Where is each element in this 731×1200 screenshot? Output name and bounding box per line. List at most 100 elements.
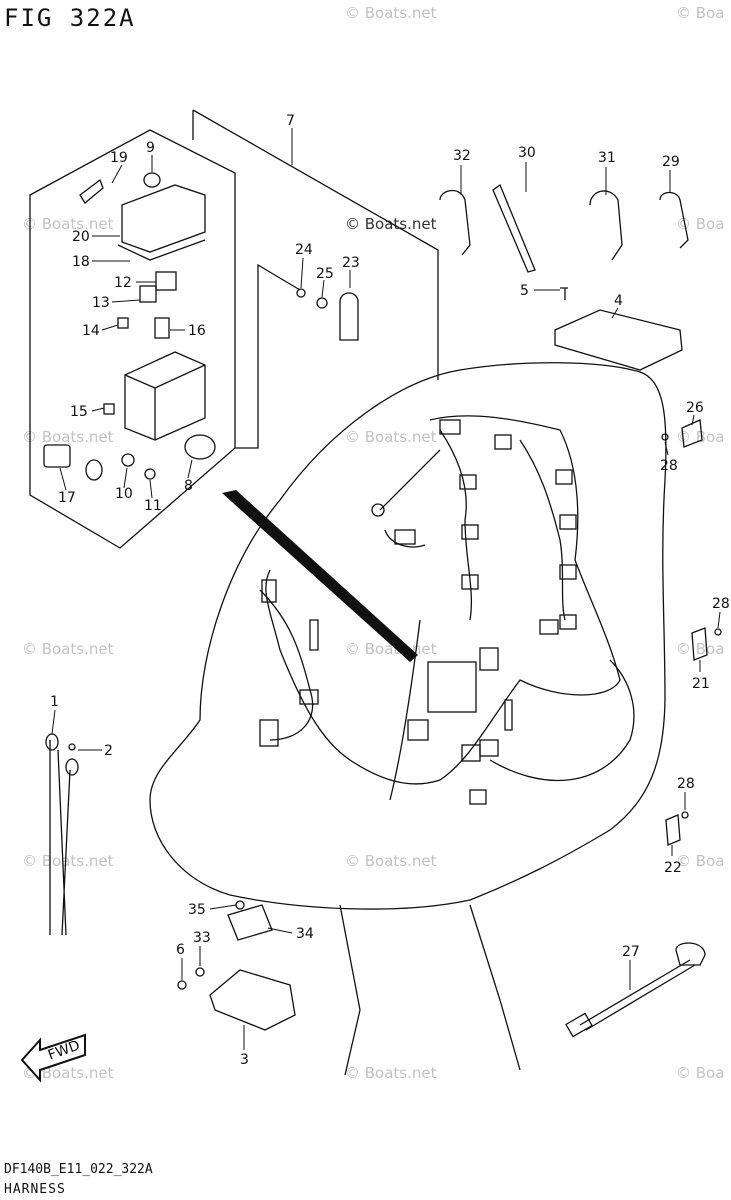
part-label-21: 21 [692,676,710,692]
leader-lines [51,128,721,1050]
connector [439,419,461,435]
connector [461,744,481,762]
watermark: © Boa [676,1064,725,1082]
part-label-28: 28 [660,458,678,474]
clip [79,178,104,204]
clamp [659,191,689,249]
part-label-20: 20 [72,229,90,245]
connector [407,719,429,741]
cap-ring [85,459,103,481]
part-label-1: 1 [50,694,59,710]
connector [539,619,559,635]
connector [309,619,319,651]
figure-name: HARNESS [4,1182,66,1197]
connector [559,614,577,630]
part-label-3: 3 [240,1052,249,1068]
fuse-box [124,351,206,441]
connector [494,434,512,450]
cable-terminal [65,758,79,776]
watermark: © Boats.net [345,428,437,446]
extension-cable [579,959,691,1026]
cable-terminal [45,733,59,751]
connector [299,689,319,705]
pointer-arrow [222,490,418,662]
watermark: © Boats.net [22,640,114,658]
harness-branch [439,429,473,621]
bolt [661,433,669,441]
connector [559,564,577,580]
bracket [665,814,681,846]
grommet [184,434,216,460]
harness-branch [519,439,566,621]
bolt [714,628,722,636]
part-label-30: 30 [518,145,536,161]
harness-branch [489,659,635,782]
connector [559,514,577,530]
fwd-arrow: FWD [20,1033,86,1083]
part-label-22: 22 [664,860,682,876]
part-labels: 7 19 9 20 18 12 13 14 16 15 17 10 11 8 2… [50,113,730,1068]
part-label-9: 9 [146,140,155,156]
watermark: © Boats.net [22,215,114,233]
part-label-28b: 28 [712,596,730,612]
watermark: © Boats.net [22,852,114,870]
cap [43,444,71,468]
relay [139,285,157,303]
cable-plug [565,1012,593,1038]
connector [555,469,573,485]
cowling-lower [339,904,361,1076]
watermark: © Boats.net [345,215,437,233]
part-label-24: 24 [295,242,313,258]
part-label-5: 5 [520,283,529,299]
cap [339,292,359,341]
cowling-outline [149,362,667,910]
bracket [681,419,703,448]
part-label-31: 31 [598,150,616,166]
bracket [554,309,683,371]
connector [461,574,479,590]
fuse [154,317,170,339]
part-label-35: 35 [188,902,206,918]
bracket [691,627,708,661]
washer [296,288,306,298]
watermark: © Boats.net [345,852,437,870]
figure-title: FIG 322A [4,4,136,32]
cowling-lower [469,904,521,1071]
clamp [439,189,471,256]
part-label-16: 16 [188,323,206,339]
part-label-25: 25 [316,266,334,282]
part-label-7: 7 [286,113,295,129]
harness-branch [379,449,441,511]
part-label-26: 26 [686,400,704,416]
screw [235,900,245,910]
watermark: © Boa [676,215,725,233]
gasket [117,239,206,261]
part-label-12: 12 [114,275,132,291]
bolt [560,287,568,300]
part-label-10: 10 [115,486,133,502]
fuse-box [124,364,206,440]
part-label-28c: 28 [677,776,695,792]
connector [504,699,513,731]
harness-branch [389,619,421,801]
connector [394,529,416,545]
part-label-4: 4 [614,293,623,309]
bolt [681,811,689,819]
sensor [371,503,385,517]
harness-holder [209,969,296,1031]
harness-branch [384,529,426,548]
part-label-29: 29 [662,154,680,170]
part-label-15: 15 [70,404,88,420]
bracket [227,904,273,941]
grommet [143,172,161,188]
watermark: © Boats.net [22,428,114,446]
part-label-11: 11 [144,498,162,514]
fuse [117,317,129,329]
clamp [589,190,623,261]
fuse-cover [121,184,206,253]
bolt [121,453,135,467]
part-label-17: 17 [58,490,76,506]
part-label-32: 32 [453,148,471,164]
nut [316,297,328,309]
